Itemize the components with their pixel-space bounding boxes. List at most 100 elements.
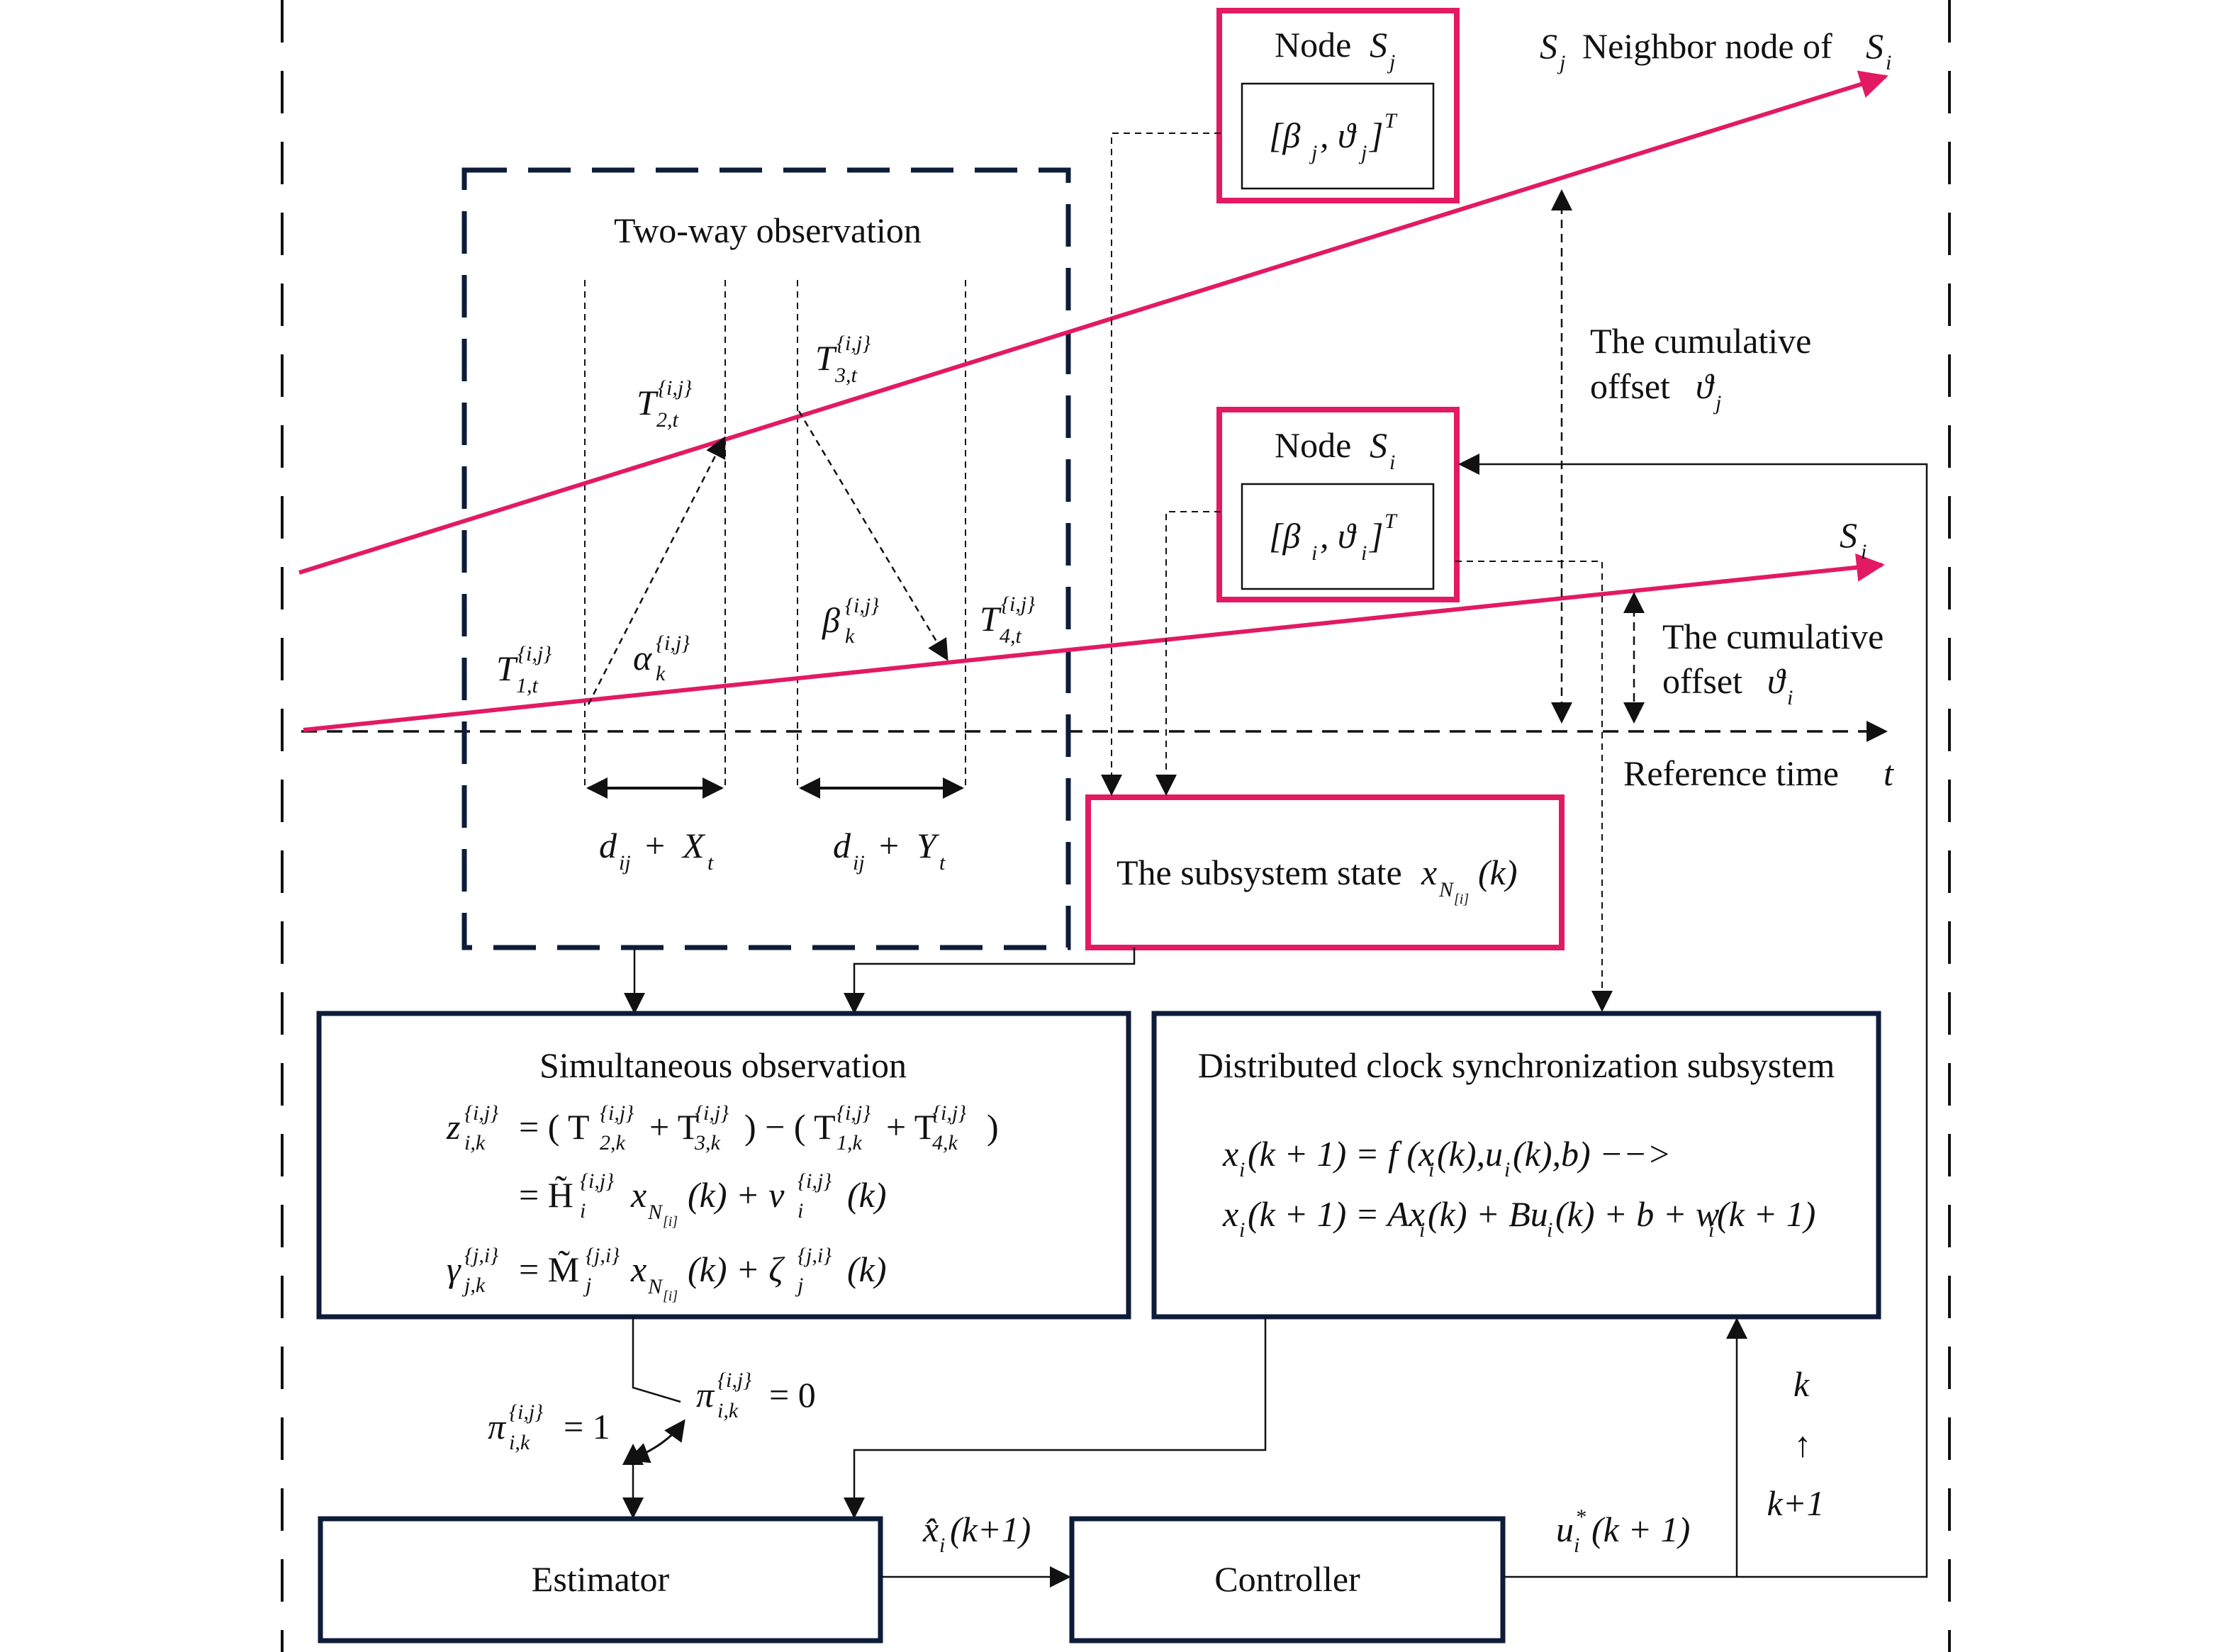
svg-text:i: i — [1389, 451, 1395, 474]
svg-text:(k + 1) = f (x: (k + 1) = f (x — [1248, 1134, 1434, 1174]
svg-text:) − ( T: ) − ( T — [744, 1107, 836, 1147]
svg-text:i: i — [1311, 541, 1317, 565]
svg-text:(k) + ζ: (k) + ζ — [688, 1249, 785, 1289]
link-state-to-simultaneous — [844, 948, 1136, 1014]
svg-text:{i,j}: {i,j} — [656, 631, 690, 655]
svg-text:= 1: = 1 — [564, 1407, 610, 1446]
svg-text:3,t: 3,t — [834, 364, 858, 387]
svg-text:(k): (k) — [1478, 853, 1518, 892]
svg-text:i: i — [1361, 541, 1367, 565]
svg-text:x̂: x̂ — [922, 1510, 939, 1549]
svg-text:T: T — [496, 648, 518, 688]
svg-text:{i,j}: {i,j} — [717, 1369, 751, 1392]
k-update-label: k ↑ k+1 — [1767, 1364, 1825, 1523]
link-controller-feedback-to-si — [1458, 454, 1928, 1578]
node-si-state: [β i , ϑ i ] T — [1269, 510, 1398, 565]
simultaneous-eq1: z {i,j} i,k = ( T {i,j} 2,k + T {i,j} 3,… — [446, 1101, 999, 1154]
svg-text:= ( T: = ( T — [519, 1107, 590, 1147]
svg-text:(k),u: (k),u — [1437, 1134, 1503, 1174]
svg-text:i: i — [1504, 1158, 1510, 1181]
svg-text:*: * — [1575, 1505, 1586, 1529]
node-si-state-box — [1241, 483, 1435, 590]
svg-text:j: j — [583, 1274, 591, 1297]
svg-text:ij: ij — [853, 851, 865, 875]
node-sj-state-box — [1241, 82, 1435, 190]
svg-text:t: t — [707, 851, 714, 875]
svg-text:k: k — [845, 624, 855, 648]
clock-line-sj — [298, 70, 1888, 575]
svg-text:γ: γ — [447, 1249, 461, 1289]
svg-text:N: N — [647, 1201, 664, 1224]
svg-text:= 0: = 0 — [769, 1375, 816, 1415]
svg-text:x: x — [630, 1175, 647, 1215]
svg-text:{i,j}: {i,j} — [695, 1101, 729, 1125]
svg-text:2,k: 2,k — [600, 1131, 626, 1154]
xhat-label: x̂ i (k+1) — [922, 1510, 1031, 1557]
svg-text:T: T — [815, 338, 837, 378]
svg-text:4,k: 4,k — [932, 1131, 958, 1154]
node-sj-title: Node S j — [1275, 25, 1395, 74]
svg-text:j: j — [1309, 141, 1317, 164]
svg-text:Neighbor node of: Neighbor node of — [1582, 26, 1832, 66]
svg-text:u: u — [1556, 1510, 1574, 1549]
svg-text:x: x — [1222, 1194, 1238, 1234]
svg-text:(k) + b + w: (k) + b + w — [1555, 1194, 1719, 1234]
svg-text:N: N — [1438, 878, 1455, 901]
svg-text:ij: ij — [619, 851, 631, 875]
svg-text:i: i — [1239, 1218, 1245, 1242]
two-way-observation-box — [461, 167, 1071, 950]
svg-text:π: π — [696, 1375, 715, 1415]
svg-text:T: T — [1384, 109, 1398, 133]
svg-text:, ϑ: , ϑ — [1320, 116, 1357, 155]
estimator-box — [318, 1516, 883, 1643]
svg-text:{i,j}: {i,j} — [836, 1101, 871, 1125]
svg-text:S: S — [1370, 425, 1387, 465]
svg-text:Reference time: Reference time — [1623, 753, 1839, 793]
two-way-guides — [584, 280, 966, 790]
svg-text:X: X — [681, 826, 706, 865]
svg-text:i: i — [1419, 1218, 1425, 1242]
node-sj-state: [β j , ϑ j ] T — [1269, 109, 1398, 164]
svg-text:t: t — [1884, 753, 1894, 793]
timestamp-t1: T {i,j} 1,t — [496, 642, 552, 697]
svg-text:k: k — [656, 662, 666, 685]
distributed-eq1: x i (k + 1) = f (x i (k),u i (k),b) −−> — [1222, 1134, 1671, 1181]
svg-text:β: β — [822, 600, 840, 640]
svg-text:Node: Node — [1275, 25, 1351, 64]
svg-text:(k+1): (k+1) — [950, 1510, 1031, 1549]
pi-zero-label: π {i,j} i,k = 0 — [696, 1369, 816, 1422]
svg-text:{i,j}: {i,j} — [600, 1101, 634, 1125]
svg-text:i: i — [1574, 1534, 1579, 1557]
link-distributed-to-estimator — [844, 1317, 1267, 1519]
svg-text:i,k: i,k — [717, 1399, 739, 1422]
estimator-label: Estimator — [532, 1559, 670, 1599]
svg-text:= M̃: = M̃ — [519, 1249, 579, 1289]
svg-text:j: j — [795, 1274, 803, 1297]
svg-text:j,k: j,k — [461, 1274, 486, 1297]
svg-text:S: S — [1540, 26, 1557, 66]
svg-text:i: i — [1428, 1158, 1434, 1181]
svg-text:x: x — [1222, 1134, 1238, 1174]
svg-text:+: + — [645, 826, 665, 865]
svg-text:d: d — [833, 826, 851, 865]
svg-text:{i,j}: {i,j} — [580, 1169, 614, 1193]
svg-text:i,k: i,k — [464, 1131, 486, 1154]
svg-text:Y: Y — [917, 826, 940, 865]
svg-text:(k + 1) = Ax: (k + 1) = Ax — [1248, 1194, 1425, 1234]
svg-text:i: i — [1708, 1218, 1714, 1242]
svg-text:i: i — [580, 1199, 586, 1223]
si-line-label: S i — [1840, 515, 1867, 563]
switch-arc — [627, 1419, 685, 1463]
timestamp-t3: T {i,j} 3,t — [815, 332, 871, 387]
svg-text:4,t: 4,t — [1000, 624, 1022, 648]
svg-text:{j,i}: {j,i} — [586, 1244, 620, 1267]
svg-text:i: i — [1239, 1158, 1245, 1181]
offset-i-label: The cumulative offset ϑ i — [1662, 617, 1884, 709]
svg-text:+ T: + T — [886, 1107, 936, 1147]
svg-text:{i,j}: {i,j} — [932, 1101, 966, 1125]
reference-time-label: Reference time t — [1623, 753, 1894, 793]
clock-line-si — [303, 553, 1885, 732]
svg-text:[i]: [i] — [1454, 892, 1469, 907]
svg-text:[β: [β — [1269, 516, 1300, 556]
svg-text:(k),b) −−>: (k),b) −−> — [1513, 1134, 1671, 1174]
